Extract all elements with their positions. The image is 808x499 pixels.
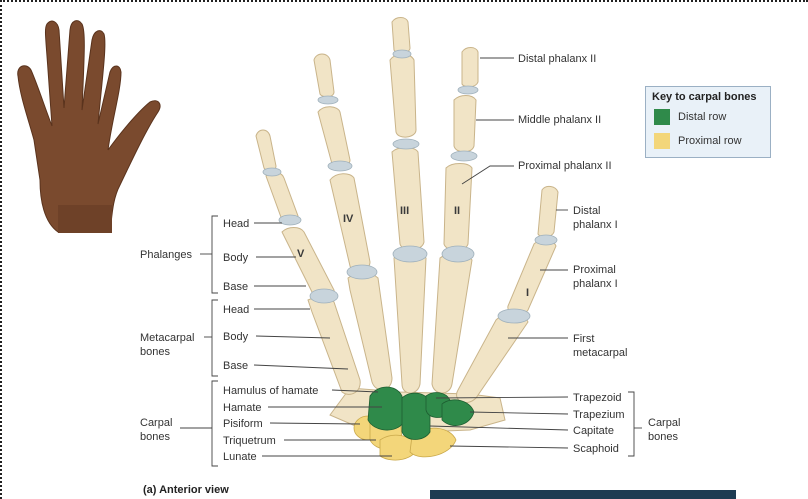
- numeral-v: V: [297, 248, 305, 260]
- key-title: Key to carpal bones: [652, 91, 757, 103]
- label-hamate: Hamate: [223, 402, 262, 414]
- label-hamulus-of-hamate: Hamulus of hamate: [223, 385, 318, 397]
- group-phalanges: Phalanges: [140, 249, 192, 261]
- joint-cartilages: [262, 49, 558, 324]
- numeral-iii: III: [400, 205, 409, 217]
- key-proximal-row-label: Proximal row: [678, 135, 742, 147]
- carpal-key-legend: Key to carpal bones Distal row Proximal …: [645, 86, 771, 158]
- carpal-bones: [353, 386, 475, 461]
- label-distal-phalanx-ii: Distal phalanx II: [518, 53, 596, 65]
- label-proximal-phalanx-i-line1: Proximal: [573, 264, 616, 276]
- reference-hand-illustration: [17, 20, 161, 233]
- label-head-metacarpal: Head: [223, 304, 249, 316]
- numeral-i: I: [526, 287, 529, 299]
- label-pisiform: Pisiform: [223, 418, 263, 430]
- label-proximal-phalanx-i-line2: phalanx I: [573, 278, 618, 290]
- middle-phalanx-iii: [389, 53, 417, 138]
- label-distal-phalanx-i-line1: Distal: [573, 205, 601, 217]
- label-distal-phalanx-i-line2: phalanx I: [573, 219, 618, 231]
- label-trapezoid: Trapezoid: [573, 392, 622, 404]
- group-metacarpal-line2: bones: [140, 346, 170, 358]
- distal-phalanx-iii: [391, 17, 411, 54]
- label-scaphoid: Scaphoid: [573, 443, 619, 455]
- distal-phalanx-i: [537, 185, 559, 238]
- proximal-phalanx-iii: [391, 147, 425, 251]
- distal-phalanx-iv: [313, 53, 335, 98]
- metacarpal-ii: [431, 253, 473, 394]
- label-triquetrum: Triquetrum: [223, 435, 276, 447]
- group-metacarpal-line1: Metacarpal: [140, 332, 194, 344]
- label-base-metacarpal: Base: [223, 360, 248, 372]
- wrist: [58, 205, 112, 233]
- numeral-ii: II: [454, 205, 460, 217]
- left-dotted-border: [0, 0, 2, 499]
- label-capitate: Capitate: [573, 425, 614, 437]
- hamate: [367, 386, 405, 431]
- distal-phalanx-ii: [461, 47, 479, 88]
- distal-row-swatch: [654, 109, 670, 125]
- metacarpal-iii: [393, 251, 427, 394]
- key-distal-row-label: Distal row: [678, 111, 727, 123]
- proximal-phalanx-i: [507, 239, 557, 315]
- metacarpal-v: [307, 296, 361, 395]
- metacarpal-i: [456, 313, 529, 403]
- middle-phalanx-ii: [453, 95, 477, 153]
- label-first-metacarpal-line2: metacarpal: [573, 347, 627, 359]
- distal-phalanx-v: [255, 129, 277, 172]
- label-proximal-phalanx-ii: Proximal phalanx II: [518, 160, 612, 172]
- phalanges: [255, 17, 559, 315]
- label-base-phalanx: Base: [223, 281, 248, 293]
- group-carpal-line2: bones: [140, 431, 170, 443]
- label-head-phalanx: Head: [223, 218, 249, 230]
- metacarpals: [307, 251, 529, 403]
- figure-caption: (a) Anterior view: [143, 484, 229, 496]
- label-lunate: Lunate: [223, 451, 257, 463]
- numeral-iv: IV: [343, 213, 354, 225]
- label-first-metacarpal-line1: First: [573, 333, 594, 345]
- label-body-phalanx: Body: [223, 252, 249, 264]
- label-body-metacarpal: Body: [223, 331, 249, 343]
- label-middle-phalanx-ii: Middle phalanx II: [518, 114, 601, 126]
- proximal-row-swatch: [654, 133, 670, 149]
- label-carpal-bones-right-line2: bones: [648, 431, 678, 443]
- label-carpal-bones-right-line1: Carpal: [648, 417, 680, 429]
- bottom-dark-bar: [430, 490, 736, 499]
- middle-phalanx-iv: [317, 106, 351, 168]
- label-trapezium: Trapezium: [573, 409, 625, 421]
- right-bracket: [628, 391, 635, 457]
- capitate: [401, 392, 431, 440]
- left-brackets: [180, 215, 218, 467]
- top-dotted-border: [0, 0, 808, 2]
- group-carpal-line1: Carpal: [140, 417, 172, 429]
